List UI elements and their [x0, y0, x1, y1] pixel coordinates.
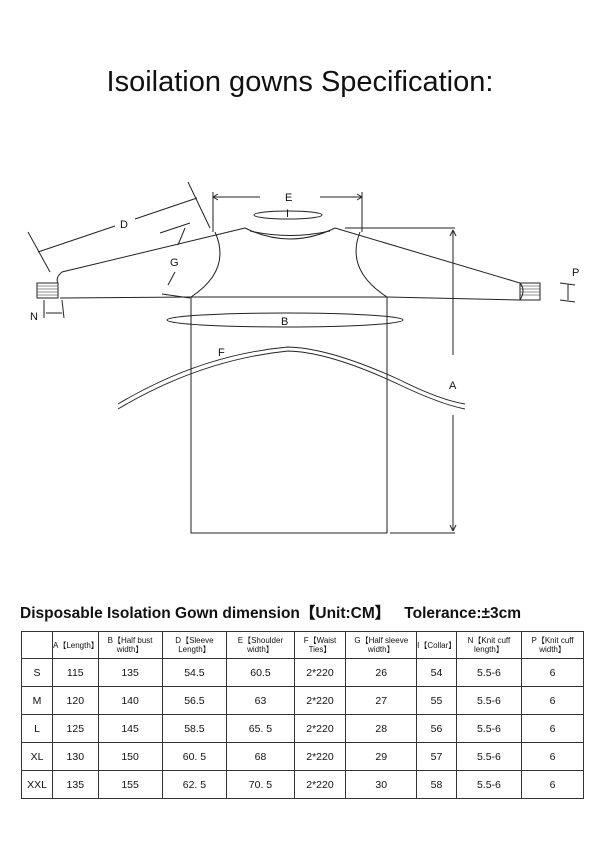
value-cell: 2*220: [293, 770, 347, 799]
label-B: B: [281, 316, 288, 328]
value-cell: 145: [97, 714, 163, 743]
gown-diagram: E I D G B F A N P: [27, 181, 579, 534]
value-cell: 6: [521, 686, 584, 715]
value-cell: 2*220: [293, 686, 347, 715]
column-header: A【Length】: [52, 631, 99, 659]
label-A: A: [449, 380, 457, 392]
column-header: I【Collar】: [416, 631, 457, 659]
value-cell: 54: [416, 658, 457, 687]
column-header: P【Knit cuff width】: [521, 631, 584, 659]
value-cell: 135: [52, 770, 99, 799]
value-cell: 6: [521, 742, 584, 771]
column-header: D【Sleeve Length】: [161, 631, 228, 659]
value-cell: 5.5-6: [455, 714, 523, 743]
gown-outline: [56, 227, 524, 534]
size-cell: S: [21, 658, 53, 687]
value-cell: 56.5: [161, 686, 228, 715]
value-cell: 2*220: [293, 714, 347, 743]
tolerance-text: Tolerance:±3cm: [404, 605, 522, 622]
value-cell: 5.5-6: [455, 770, 523, 799]
size-cell: M: [21, 686, 53, 715]
value-cell: 27: [345, 686, 418, 715]
value-cell: 6: [521, 658, 584, 687]
value-cell: 6: [521, 770, 584, 799]
table-title-text: Disposable Isolation Gown dimension【Unit…: [20, 605, 391, 622]
value-cell: 56: [416, 714, 457, 743]
value-cell: 140: [97, 686, 163, 715]
size-cell: XL: [21, 742, 53, 771]
value-cell: 28: [345, 714, 418, 743]
column-header: F【Waist Ties】: [293, 631, 347, 659]
value-cell: 55: [416, 686, 457, 715]
value-cell: 68: [226, 742, 295, 771]
value-cell: 155: [97, 770, 163, 799]
page-title: Isoilation gowns Specification:: [106, 66, 494, 98]
value-cell: 5.5-6: [455, 742, 523, 771]
value-cell: 2*220: [293, 742, 347, 771]
label-G: G: [170, 257, 179, 269]
column-header: G【Half sleeve width】: [345, 631, 418, 659]
label-P: P: [572, 267, 579, 279]
label-N: N: [30, 311, 38, 323]
label-F: F: [218, 347, 225, 359]
dimension-lines: [27, 181, 576, 534]
value-cell: 63: [226, 686, 295, 715]
label-D: D: [120, 219, 128, 231]
table-header-row: A【Length】B【Half bust width】D【Sleeve Leng…: [21, 631, 584, 659]
value-cell: 130: [52, 742, 99, 771]
value-cell: 120: [52, 686, 99, 715]
value-cell: 5.5-6: [455, 686, 523, 715]
value-cell: 65. 5: [226, 714, 295, 743]
value-cell: 6: [521, 714, 584, 743]
value-cell: 125: [52, 714, 99, 743]
value-cell: 58: [416, 770, 457, 799]
value-cell: 60. 5: [161, 742, 228, 771]
value-cell: 54.5: [161, 658, 228, 687]
knit-cuff-left: [36, 282, 59, 299]
knit-cuff-right: [519, 282, 541, 301]
column-header: [21, 631, 53, 659]
value-cell: 60.5: [226, 658, 295, 687]
value-cell: 70. 5: [226, 770, 295, 799]
value-cell: 62. 5: [161, 770, 228, 799]
value-cell: 2*220: [293, 658, 347, 687]
value-cell: 30: [345, 770, 418, 799]
size-cell: XXL: [21, 770, 53, 799]
value-cell: 57: [416, 742, 457, 771]
column-header: N【Knit cuff length】: [455, 631, 523, 659]
value-cell: 135: [97, 658, 163, 687]
label-E: E: [285, 192, 292, 204]
column-header: B【Half bust width】: [97, 631, 163, 659]
value-cell: 29: [345, 742, 418, 771]
value-cell: 5.5-6: [455, 658, 523, 687]
size-cell: L: [21, 714, 53, 743]
dimension-table: A【Length】B【Half bust width】D【Sleeve Leng…: [21, 631, 584, 799]
value-cell: 115: [52, 658, 99, 687]
table-title: Disposable Isolation Gown dimension【Unit…: [20, 601, 521, 623]
value-cell: 150: [97, 742, 163, 771]
label-I: I: [286, 208, 289, 220]
value-cell: 26: [345, 658, 418, 687]
column-header: E【Shoulder width】: [226, 631, 295, 659]
value-cell: 58.5: [161, 714, 228, 743]
